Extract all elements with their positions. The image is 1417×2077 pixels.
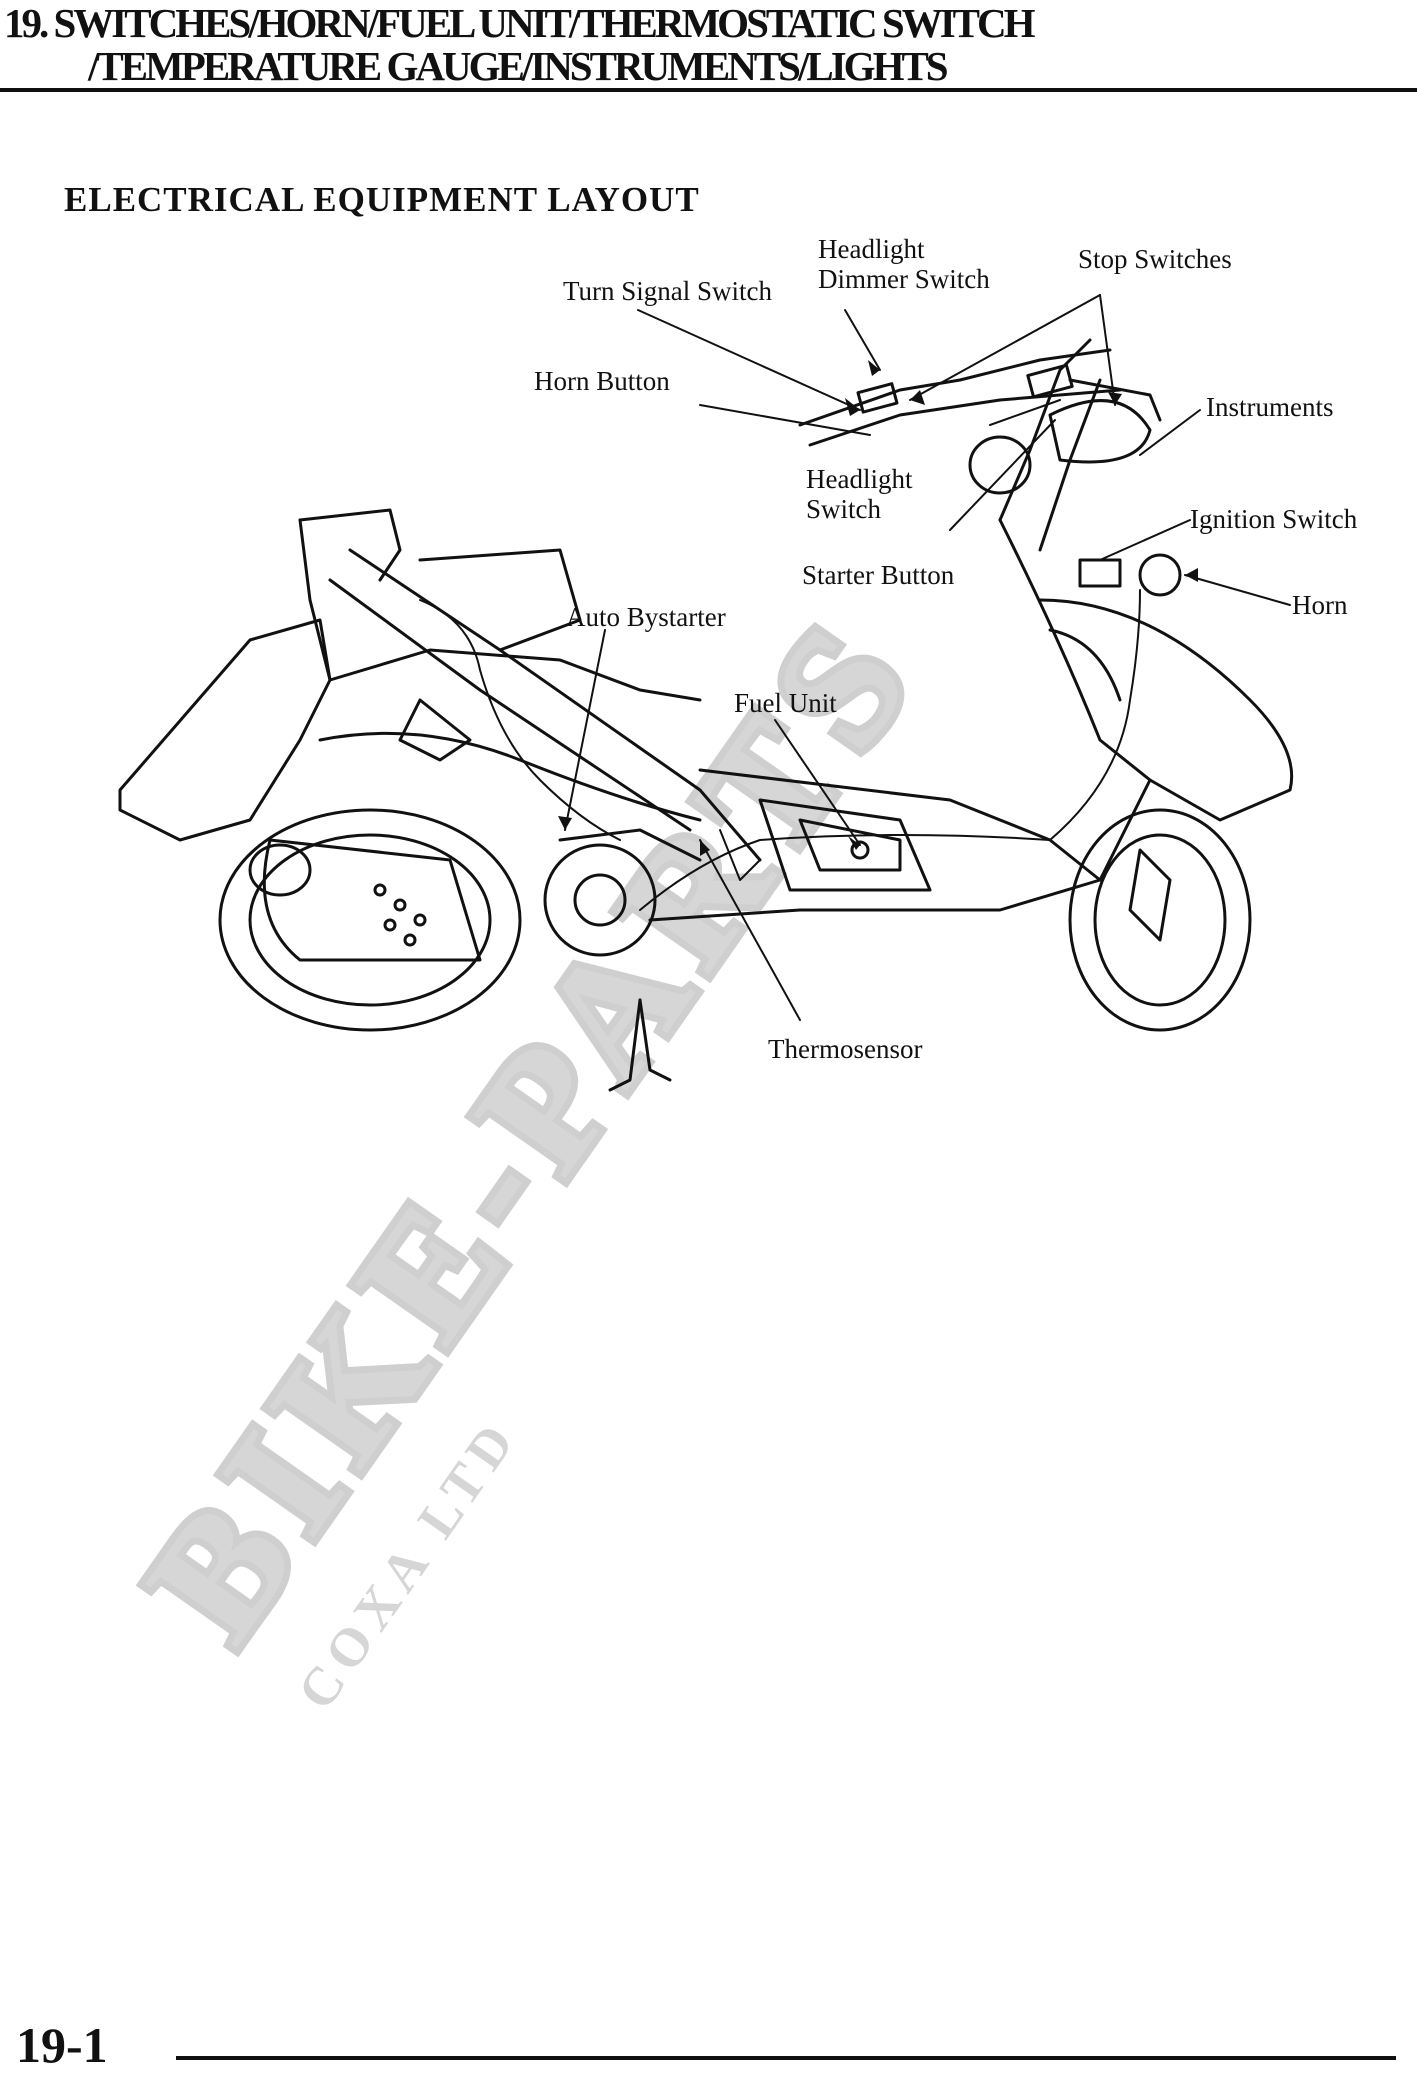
callout-thermosensor: Thermosensor <box>768 1034 923 1064</box>
header-rule <box>0 88 1417 92</box>
callout-starter-button: Starter Button <box>802 560 955 590</box>
callout-turn-signal-switch: Turn Signal Switch <box>563 276 773 306</box>
callout-instruments: Instruments <box>1206 392 1334 422</box>
page-number: 19-1 <box>16 2017 108 2073</box>
callout-headlight-switch-line2: Switch <box>806 494 882 524</box>
callout-fuel-unit: Fuel Unit <box>734 688 837 718</box>
callout-headlight-dimmer-switch: Headlight Dimmer Switch <box>818 234 990 294</box>
callout-ignition-switch: Ignition Switch <box>1190 504 1358 534</box>
callout-horn-button: Horn Button <box>534 366 670 396</box>
chapter-title-line2: /TEMPERATURE GAUGE/INSTRUMENTS/LIGHTS <box>88 43 949 89</box>
chapter-title-line1: 19. SWITCHES/HORN/FUEL UNIT/THERMOSTATIC… <box>4 0 1036 46</box>
section-heading: ELECTRICAL EQUIPMENT LAYOUT <box>64 180 700 219</box>
chapter-title: 19. SWITCHES/HORN/FUEL UNIT/THERMOSTATIC… <box>0 0 1417 90</box>
callout-headlight-switch-line1: Headlight <box>806 464 913 494</box>
callout-headlight-dimmer-line1: Headlight <box>818 234 925 264</box>
callout-headlight-switch: Headlight Switch <box>806 464 912 524</box>
callout-headlight-dimmer-line2: Dimmer Switch <box>818 264 990 294</box>
electrical-layout-diagram: Headlight Dimmer Switch Stop Switches Tu… <box>0 220 1417 1100</box>
callout-stop-switches: Stop Switches <box>1078 244 1232 274</box>
callout-horn: Horn <box>1292 590 1348 620</box>
footer-rule <box>176 2056 1396 2060</box>
scooter-illustration <box>118 294 1294 1092</box>
svg-text:COXA LTD: COXA LTD <box>286 1407 530 1720</box>
callout-auto-bystarter: Auto Bystarter <box>566 602 726 632</box>
